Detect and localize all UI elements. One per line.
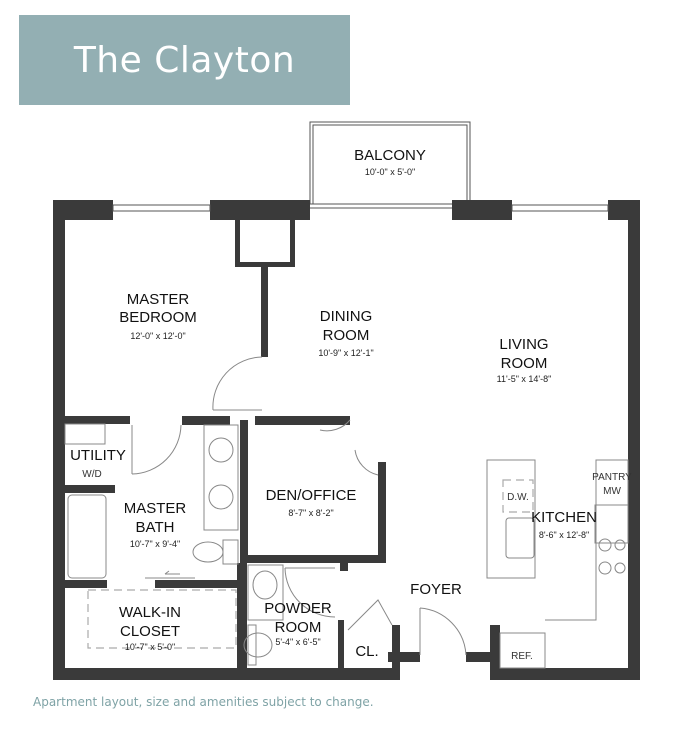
powder-room-label-2: ROOM xyxy=(275,619,322,636)
living-room-label: LIVING xyxy=(499,336,548,353)
stove-burner xyxy=(614,562,626,574)
toilet-icon xyxy=(192,541,224,563)
den-office-dims: 8'-7" x 8'-2" xyxy=(288,508,333,518)
living-room-label-2: ROOM xyxy=(501,355,548,372)
sink-icon xyxy=(208,484,234,510)
stove-burner xyxy=(614,539,626,551)
windows xyxy=(112,204,609,212)
balcony-dims: 10'-0" x 5'-0" xyxy=(365,167,415,177)
dining-room-label-2: ROOM xyxy=(323,327,370,344)
kitchen-sink xyxy=(505,517,535,559)
sink-icon xyxy=(208,437,234,463)
master-bath-label: MASTER xyxy=(124,500,187,517)
pantry-label: PANTRY xyxy=(592,472,632,483)
dining-room-label: DINING xyxy=(320,308,373,325)
closet-label: CL. xyxy=(355,643,378,660)
dining-room-dims: 10'-9" x 12'-1" xyxy=(318,348,373,358)
master-bedroom-label: MASTER xyxy=(127,291,190,308)
closet-shelving xyxy=(87,589,237,649)
bathtub xyxy=(67,494,107,579)
disclaimer: Apartment layout, size and amenities sub… xyxy=(33,695,374,709)
walk-in-closet-label: WALK-IN xyxy=(119,604,181,621)
fixtures xyxy=(64,423,629,669)
balcony-label: BALCONY xyxy=(354,147,426,164)
walk-in-closet-dims: 10'-7" x 5'-0" xyxy=(125,642,175,652)
page-title: The Clayton xyxy=(73,39,296,81)
title-banner: The Clayton xyxy=(19,15,350,105)
foyer-label: FOYER xyxy=(410,581,462,598)
master-bath-dims: 10'-7" x 9'-4" xyxy=(130,539,180,549)
refrigerator-label: REF. xyxy=(511,651,533,662)
stove-burner xyxy=(598,538,612,552)
kitchen-island xyxy=(486,459,536,579)
walk-in-closet-label-2: CLOSET xyxy=(120,623,180,640)
master-bath-label-2: BATH xyxy=(136,519,175,536)
powder-room-label: POWDER xyxy=(264,600,332,617)
living-room-dims: 11'-5" x 14'-8" xyxy=(497,374,552,384)
dishwasher-label: D.W. xyxy=(507,492,529,503)
utility-shelf xyxy=(64,423,106,445)
kitchen-dims: 8'-6" x 12'-8" xyxy=(539,530,589,540)
washer-dryer-label: W/D xyxy=(82,469,101,480)
toilet-icon xyxy=(243,632,273,658)
utility-label: UTILITY xyxy=(70,447,126,464)
sink-icon xyxy=(252,570,278,600)
powder-room-dims: 5'-4" x 6'-5" xyxy=(275,637,320,647)
vanity xyxy=(203,424,239,531)
refrigerator xyxy=(499,632,546,669)
kitchen-label: KITCHEN xyxy=(531,509,597,526)
stove-burner xyxy=(598,561,612,575)
master-bedroom-label-2: BEDROOM xyxy=(119,309,197,326)
doors xyxy=(131,356,467,656)
interior-walls xyxy=(65,205,400,670)
microwave-label: MW xyxy=(603,486,621,497)
balcony-railing xyxy=(312,124,468,205)
master-bedroom-dims: 12'-0" x 12'-0" xyxy=(130,331,185,341)
dishwasher xyxy=(502,479,534,513)
den-office-label: DEN/OFFICE xyxy=(266,487,357,504)
